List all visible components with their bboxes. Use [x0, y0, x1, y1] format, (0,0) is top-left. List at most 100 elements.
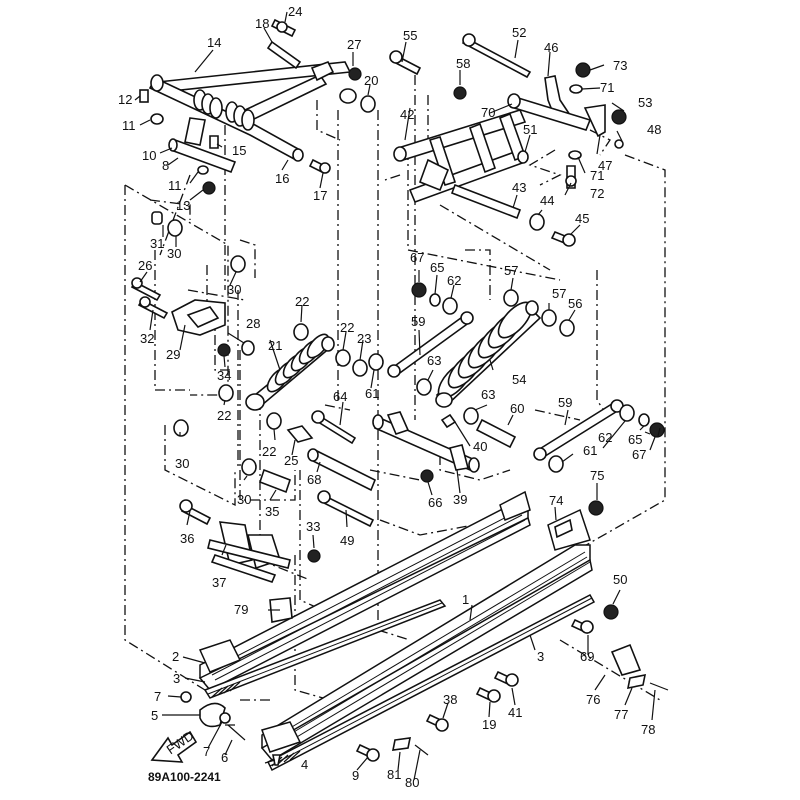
callout-35[interactable]: 35 [265, 504, 279, 519]
callout-81[interactable]: 81 [387, 767, 401, 782]
callout-23[interactable]: 23 [357, 331, 371, 346]
callout-77[interactable]: 77 [614, 707, 628, 722]
callout-2[interactable]: 2 [172, 649, 179, 664]
axle-39[interactable] [372, 411, 480, 483]
callout-65[interactable]: 65 [430, 260, 444, 275]
callout-28[interactable]: 28 [246, 316, 260, 331]
callout-70[interactable]: 70 [481, 105, 495, 120]
callout-71[interactable]: 71 [600, 80, 614, 95]
callout-22[interactable]: 22 [262, 444, 276, 459]
callout-73[interactable]: 73 [613, 58, 627, 73]
callout-6[interactable]: 6 [221, 750, 228, 765]
hardware-top-left[interactable] [139, 18, 376, 273]
callout-9[interactable]: 9 [352, 768, 359, 783]
callout-43[interactable]: 43 [512, 180, 526, 195]
callout-74[interactable]: 74 [549, 493, 563, 508]
callout-3[interactable]: 3 [173, 671, 180, 686]
hardware-bottom[interactable] [180, 500, 669, 766]
callout-80[interactable]: 80 [405, 775, 419, 790]
callout-38[interactable]: 38 [443, 692, 457, 707]
callout-52[interactable]: 52 [512, 25, 526, 40]
callout-5[interactable]: 5 [151, 708, 158, 723]
callout-60[interactable]: 60 [510, 401, 524, 416]
callout-50[interactable]: 50 [613, 572, 627, 587]
callout-51[interactable]: 51 [523, 122, 537, 137]
callout-20[interactable]: 20 [364, 73, 378, 88]
callout-67[interactable]: 67 [632, 447, 646, 462]
rear-arm-bracket-46[interactable] [507, 62, 627, 247]
callout-39[interactable]: 39 [453, 492, 467, 507]
callout-25[interactable]: 25 [284, 453, 298, 468]
slide-rail-right[interactable] [260, 508, 593, 761]
callout-22[interactable]: 22 [217, 408, 231, 423]
callout-19[interactable]: 19 [482, 717, 496, 732]
callout-22[interactable]: 22 [340, 320, 354, 335]
callout-29[interactable]: 29 [166, 347, 180, 362]
callout-36[interactable]: 36 [180, 531, 194, 546]
callout-27[interactable]: 27 [347, 37, 361, 52]
callout-7[interactable]: 7 [203, 744, 210, 759]
callout-62[interactable]: 62 [447, 273, 461, 288]
callout-37[interactable]: 37 [212, 575, 226, 590]
callout-64[interactable]: 64 [333, 389, 347, 404]
callout-63[interactable]: 63 [427, 353, 441, 368]
callout-33[interactable]: 33 [306, 519, 320, 534]
callout-40[interactable]: 40 [473, 439, 487, 454]
callout-41[interactable]: 41 [508, 705, 522, 720]
callout-18[interactable]: 18 [255, 16, 269, 31]
callout-56[interactable]: 56 [568, 296, 582, 311]
callout-4[interactable]: 4 [301, 757, 308, 772]
callout-62[interactable]: 62 [598, 430, 612, 445]
callout-15[interactable]: 15 [232, 143, 246, 158]
callout-67[interactable]: 67 [410, 250, 424, 265]
callout-3[interactable]: 3 [537, 649, 544, 664]
callout-30[interactable]: 30 [175, 456, 189, 471]
callout-11[interactable]: 11 [122, 118, 136, 133]
callout-57[interactable]: 57 [504, 263, 518, 278]
callout-47[interactable]: 47 [598, 158, 612, 173]
callout-65[interactable]: 65 [628, 432, 642, 447]
callout-46[interactable]: 46 [544, 40, 558, 55]
callout-58[interactable]: 58 [456, 56, 470, 71]
callout-8[interactable]: 8 [162, 158, 169, 173]
callout-57[interactable]: 57 [552, 286, 566, 301]
callout-16[interactable]: 16 [275, 171, 289, 186]
callout-22[interactable]: 22 [295, 294, 309, 309]
callout-12[interactable]: 12 [118, 92, 132, 107]
callout-34[interactable]: 34 [217, 368, 231, 383]
callout-44[interactable]: 44 [540, 193, 554, 208]
callout-26[interactable]: 26 [138, 258, 152, 273]
callout-59[interactable]: 59 [558, 395, 572, 410]
callout-69[interactable]: 69 [580, 649, 594, 664]
shock-absorber-54[interactable] [387, 282, 575, 449]
callout-49[interactable]: 49 [340, 533, 354, 548]
callout-55[interactable]: 55 [403, 28, 417, 43]
rear-arm-assembly[interactable] [389, 33, 532, 220]
callout-79[interactable]: 79 [234, 602, 248, 617]
front-arm-assembly[interactable] [148, 40, 357, 174]
callout-45[interactable]: 45 [575, 211, 589, 226]
callout-31[interactable]: 31 [150, 236, 164, 251]
callout-10[interactable]: 10 [142, 148, 156, 163]
callout-32[interactable]: 32 [140, 331, 154, 346]
callout-72[interactable]: 72 [590, 186, 604, 201]
callout-17[interactable]: 17 [313, 188, 327, 203]
callout-68[interactable]: 68 [307, 472, 321, 487]
callout-42[interactable]: 42 [400, 107, 414, 122]
callout-71[interactable]: 71 [590, 168, 604, 183]
callout-48[interactable]: 48 [647, 122, 661, 137]
callout-30[interactable]: 30 [237, 492, 251, 507]
callout-63[interactable]: 63 [481, 387, 495, 402]
shock-absorber-21[interactable] [245, 323, 384, 443]
callout-1[interactable]: 1 [462, 592, 469, 607]
callout-30[interactable]: 30 [227, 282, 241, 297]
callout-14[interactable]: 14 [207, 35, 221, 50]
callout-66[interactable]: 66 [428, 495, 442, 510]
callout-61[interactable]: 61 [583, 443, 597, 458]
wear-strips[interactable] [203, 594, 596, 772]
callout-21[interactable]: 21 [268, 338, 282, 353]
callout-76[interactable]: 76 [586, 692, 600, 707]
callout-78[interactable]: 78 [641, 722, 655, 737]
callout-61[interactable]: 61 [365, 386, 379, 401]
hardware-right-59[interactable] [533, 399, 665, 473]
